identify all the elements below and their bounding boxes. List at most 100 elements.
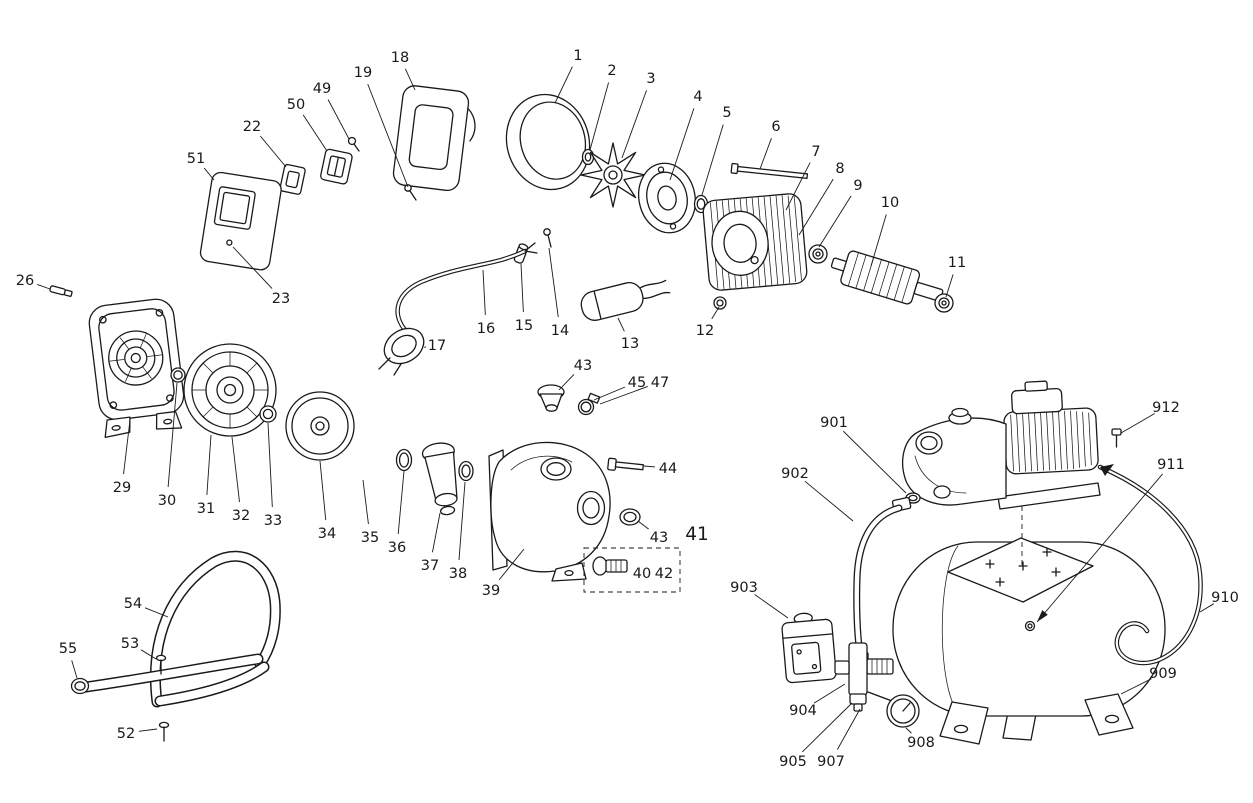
part-4-bearing-flange [638,162,696,234]
part-17-power-cord-plug [378,242,538,376]
leader-line-26 [37,283,51,290]
part-label-13: 13 [621,336,639,352]
part-label-7: 7 [811,144,820,160]
part-label-909: 909 [1149,666,1177,682]
part-9-bearing [808,244,828,264]
leader-line-905 [801,702,853,753]
part-49-screw [347,136,360,152]
leader-line-903 [754,594,789,619]
leader-line-16 [482,269,486,316]
part-label-44: 44 [659,461,677,477]
part-label-2: 2 [607,63,616,79]
part-14-screw [543,228,552,248]
upper-motor-assembly [49,85,954,376]
leader-line-33 [267,422,273,508]
part-910-power-cord [1097,464,1203,666]
part-37-ejector [421,442,458,516]
part-22-switch [279,163,306,195]
part-label-53: 53 [121,636,139,652]
leader-line-911 [1036,473,1163,623]
leader-line-11 [945,274,954,298]
part-1-fan-cover [505,93,591,191]
leader-line-51 [203,167,215,181]
part-label-9: 9 [853,178,862,194]
part-label-908: 908 [907,735,935,751]
part-50-switch [320,148,353,185]
part-label-43: 43 [574,358,592,374]
part-label-51: 51 [187,151,205,167]
part-label-3: 3 [646,71,655,87]
leader-line-43 [637,520,649,530]
leader-line-36 [397,470,405,535]
part-label-11: 11 [948,255,966,271]
part-label-14: 14 [551,323,569,339]
part-18-terminal-box-cover [392,85,476,192]
part-label-8: 8 [835,161,844,177]
part-label-4: 4 [693,89,702,105]
leader-line-12 [711,306,720,320]
leader-line-50 [302,114,328,152]
part-29-pump-housing-cover [88,298,185,438]
part-label-55: 55 [59,641,77,657]
part-label-34: 34 [318,526,336,542]
part-label-39: 39 [482,583,500,599]
leader-line-37 [432,512,441,553]
part-13-capacitor [580,279,671,321]
leader-line-5 [701,124,724,196]
leader-line-49 [327,99,350,140]
leader-line-29 [123,419,131,475]
leader-line-9 [818,195,852,248]
part-label-37: 37 [421,558,439,574]
part-label-16: 16 [477,321,495,337]
part-36-o-ring [395,448,413,472]
leader-line-32 [231,436,240,503]
part-19-screw [404,184,417,201]
part-label-911: 911 [1157,457,1185,473]
part-52-screw [158,721,170,742]
part-908-pressure-gauge [867,691,920,728]
part-label-26: 26 [16,273,34,289]
leader-line-902 [804,480,854,522]
leader-line-8 [798,178,834,236]
part-43-funnel [537,384,565,412]
part-12-nut [713,296,727,310]
part-label-40: 40 [633,566,651,582]
part-label-12: 12 [696,323,714,339]
leader-line-4 [669,108,695,181]
part-33-ring [259,405,277,423]
part-label-45: 45 [628,375,646,391]
part-label-907: 907 [817,754,845,770]
part-label-22: 22 [243,119,261,135]
part-label-18: 18 [391,50,409,66]
part-label-912: 912 [1152,400,1180,416]
leader-line-45 [593,386,626,401]
leader-line-19 [367,83,409,188]
part-label-901: 901 [820,415,848,431]
leader-line-22 [259,135,287,168]
part-44-bolt [607,457,644,471]
part-51-control-plate [199,171,282,271]
leader-line-23 [232,246,273,289]
part-label-10: 10 [881,195,899,211]
part-label-43: 43 [650,530,668,546]
part-label-19: 19 [354,65,372,81]
part-label-1: 1 [573,48,582,64]
part-label-903: 903 [730,580,758,596]
part-label-52: 52 [117,726,135,742]
part-label-15: 15 [515,318,533,334]
part-label-904: 904 [789,703,817,719]
leader-line-35 [362,479,369,525]
part-label-49: 49 [313,81,331,97]
pump-unit [902,380,1101,510]
leader-line-2 [589,82,609,151]
leader-line-38 [458,481,466,561]
part-2-washer [581,148,595,166]
part-43-ring-nut [619,508,641,526]
part-34-plate-disc [285,391,355,461]
leader-line-14 [548,247,559,318]
leader-line-53 [140,649,157,660]
part-label-36: 36 [388,540,406,556]
